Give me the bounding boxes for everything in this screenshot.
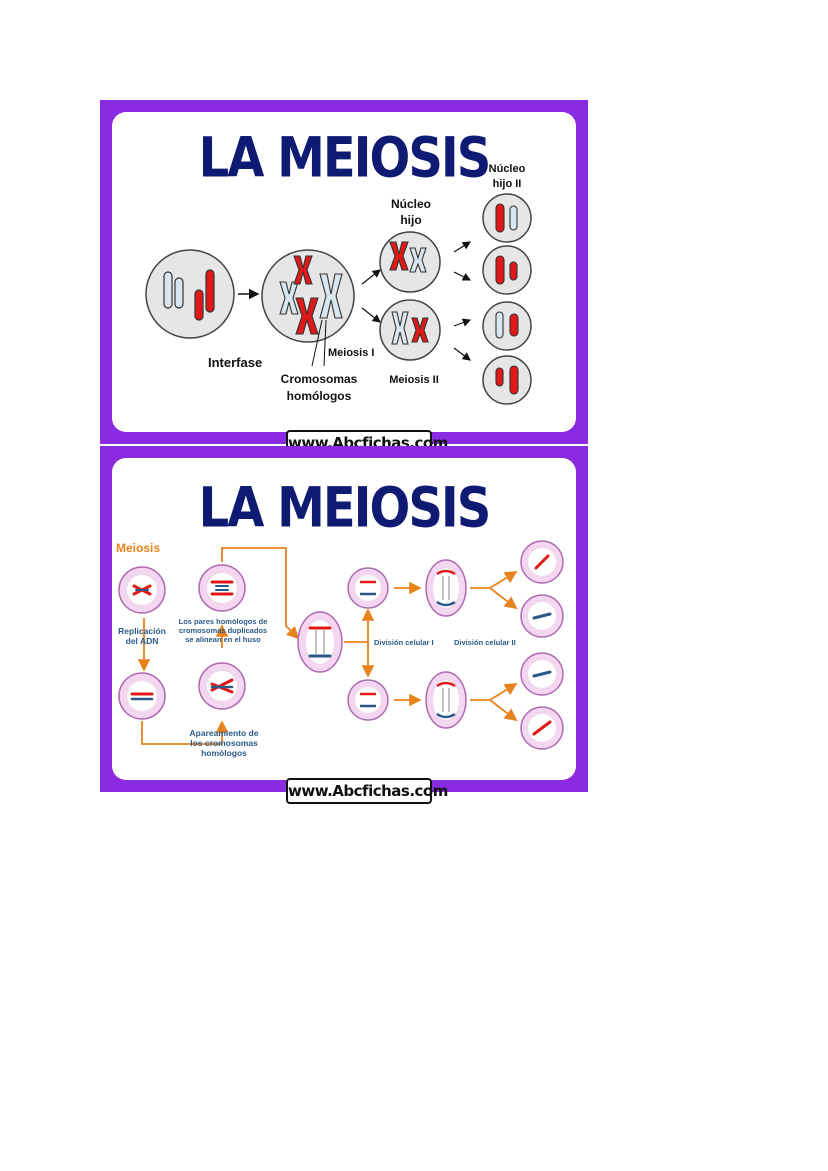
blue-chromosome bbox=[174, 277, 184, 309]
card-title: LA MEIOSIS bbox=[198, 125, 492, 191]
red-chromosome bbox=[205, 269, 215, 313]
paired-homologs-cell bbox=[198, 662, 246, 710]
label-meiosis-i: Meiosis I bbox=[328, 347, 374, 359]
daughter-nucleus-ii-cell bbox=[482, 355, 532, 405]
label-pares: Los pares homólogos de bbox=[179, 617, 268, 626]
arrow bbox=[361, 307, 381, 323]
label-division-i: División celular I bbox=[374, 638, 434, 647]
label-del-adn: del ADN bbox=[126, 636, 159, 646]
process-arrows bbox=[137, 547, 518, 745]
division-ii-cell bbox=[425, 559, 467, 617]
label-cromosomas: Cromosomas bbox=[281, 372, 358, 386]
daughter-nucleus-ii-cell bbox=[482, 193, 532, 243]
red-chromosome-pair bbox=[293, 255, 313, 285]
aligned-homologs-cell bbox=[198, 564, 246, 612]
label-replicacion: Replicación bbox=[118, 626, 166, 636]
replicated-cell bbox=[118, 672, 166, 720]
daughter-nucleus-cell bbox=[379, 231, 441, 293]
arrow bbox=[453, 347, 471, 361]
label-nucleo-hijo-2: hijo bbox=[400, 213, 421, 227]
gamete-cell bbox=[520, 540, 564, 584]
meiosis-process-diagram: Meiosis Replicación del ADN Los pares ho… bbox=[116, 540, 564, 758]
gamete-cell bbox=[520, 594, 564, 638]
interfase-cell bbox=[145, 249, 235, 339]
blue-chromosome bbox=[163, 271, 173, 309]
meiosis-stages-diagram: Interfase Meiosis I Cromosomas homólogos… bbox=[145, 163, 532, 405]
red-chromosome bbox=[194, 289, 204, 321]
division-i-cell bbox=[347, 679, 389, 721]
arrow bbox=[453, 241, 472, 253]
label-homologos: homólogos bbox=[287, 389, 352, 403]
card-background: LA MEIOSIS bbox=[112, 112, 576, 456]
daughter-nucleus-cell bbox=[379, 299, 441, 361]
pointer-line bbox=[323, 319, 327, 367]
card-title: LA MEIOSIS bbox=[198, 475, 492, 541]
arrow bbox=[361, 269, 381, 285]
label-nucleo-hijo: Núcleo bbox=[391, 197, 431, 211]
label-interfase: Interfase bbox=[208, 355, 262, 370]
label-apareamiento-2: los cromosomas bbox=[190, 738, 258, 748]
meiosis-cell bbox=[118, 566, 166, 614]
label-meiosis: Meiosis bbox=[116, 541, 160, 555]
arrow bbox=[453, 318, 472, 327]
gamete-cell bbox=[520, 652, 564, 696]
label-division-ii: División celular II bbox=[454, 638, 516, 647]
label-apareamiento-3: homólogos bbox=[201, 748, 247, 758]
division-i-cell bbox=[347, 567, 389, 609]
meiosis-i-cell bbox=[261, 249, 355, 343]
arrow bbox=[453, 271, 472, 281]
website-footer: www.Abcfichas.com bbox=[286, 778, 448, 804]
division-ii-cell bbox=[425, 671, 467, 729]
pointer-line bbox=[311, 319, 323, 367]
label-pares-2: cromosomas duplicados bbox=[179, 626, 267, 635]
gamete-cell bbox=[520, 706, 564, 750]
meiosis-diagram-card: LA MEIOSIS bbox=[100, 100, 588, 456]
blue-chromosome-pair bbox=[279, 281, 299, 315]
red-chromosome-pair bbox=[295, 297, 319, 335]
label-meiosis-ii: Meiosis II bbox=[389, 374, 439, 386]
label-pares-3: se alinean en el huso bbox=[185, 635, 261, 644]
meiosis-process-card: LA MEIOSIS bbox=[100, 446, 588, 804]
daughter-nucleus-ii-cell bbox=[482, 301, 532, 351]
label-nucleo-hijo-ii: Núcleo bbox=[489, 163, 526, 175]
label-nucleo-hijo-ii-2: hijo II bbox=[493, 178, 522, 190]
card-background: LA MEIOSIS bbox=[112, 458, 576, 804]
daughter-nucleus-ii-cell bbox=[482, 245, 532, 295]
blue-chromosome-pair bbox=[319, 273, 343, 319]
label-apareamiento: Apareamiento de bbox=[190, 728, 259, 738]
metaphase-cell bbox=[297, 611, 343, 673]
